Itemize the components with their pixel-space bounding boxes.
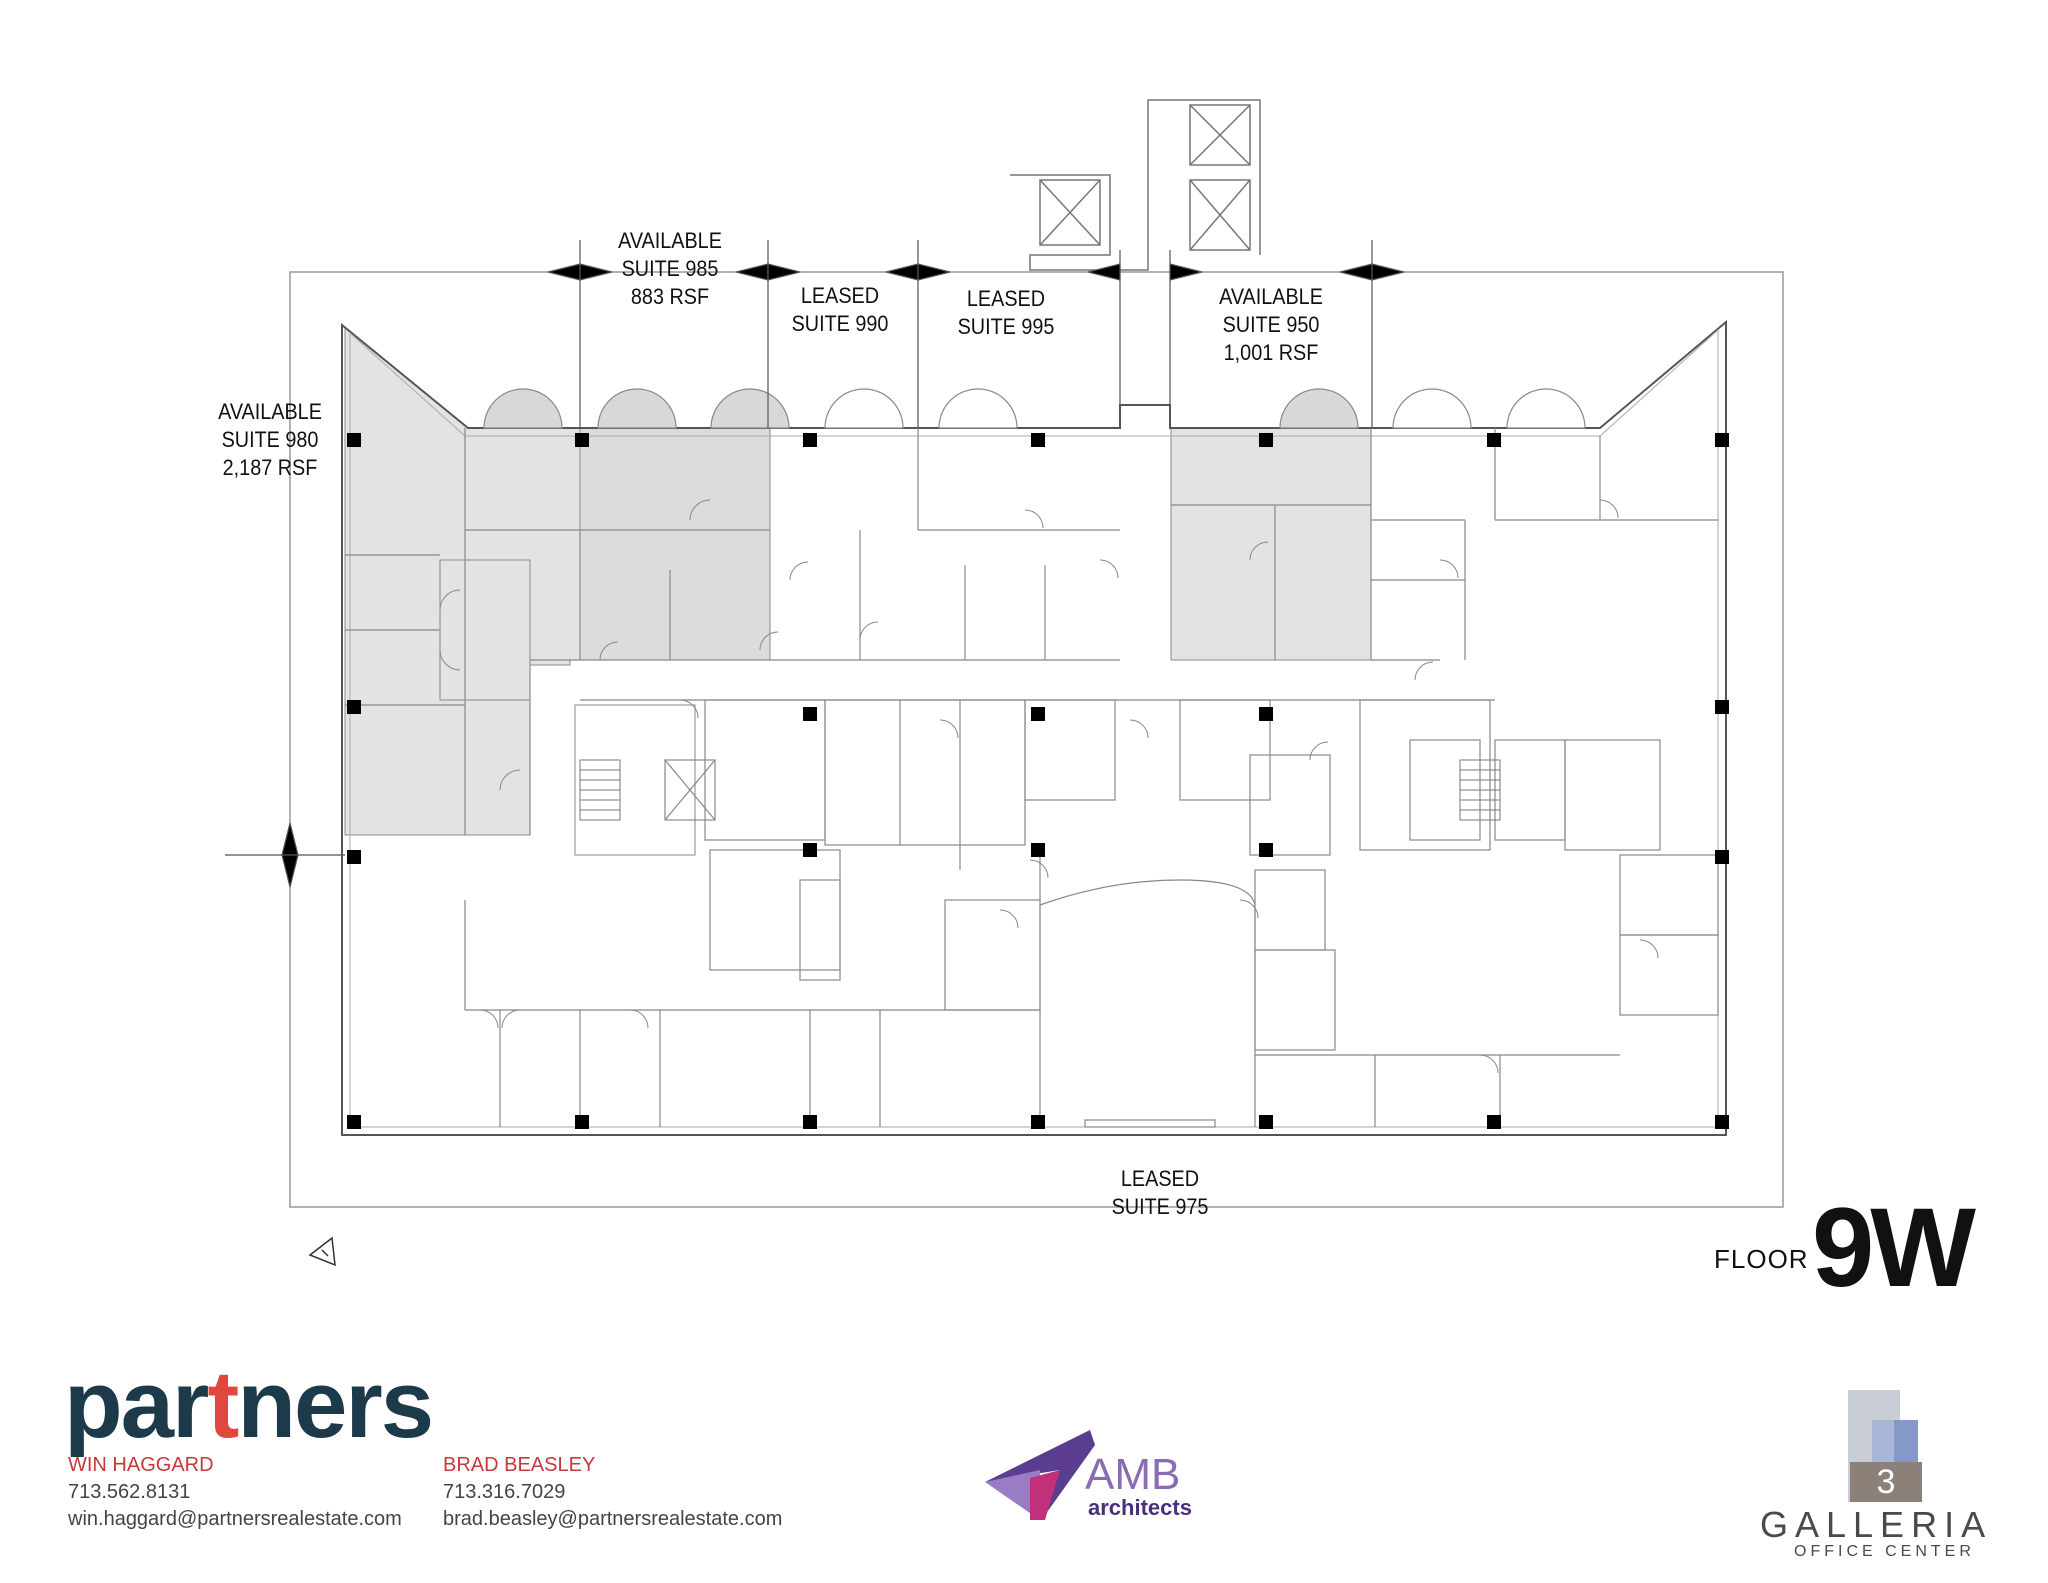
outer-boundary: [289, 271, 1784, 1208]
agent-email[interactable]: brad.beasley@partnersrealestate.com: [443, 1508, 783, 1530]
agent-name: WIN HAGGARD: [68, 1454, 214, 1476]
structural-columns: [347, 433, 1729, 1129]
suite-990-number: SUITE 990: [791, 311, 889, 336]
building-number: 3: [1876, 1463, 1896, 1501]
suite-980-status: AVAILABLE: [218, 399, 322, 424]
north-arrow-icon: [308, 1236, 336, 1267]
label-suite-950: AVAILABLE SUITE 950 1,001 RSF: [1213, 283, 1330, 367]
architect-name: AMB: [1085, 1450, 1181, 1499]
label-suite-980: AVAILABLE SUITE 980 2,187 RSF: [216, 398, 324, 482]
logo-part-2: ners: [237, 1351, 434, 1458]
suite-975-status: LEASED: [1120, 1166, 1200, 1191]
agent-name: BRAD BEASLEY: [443, 1454, 596, 1476]
logo-accent-letter: t: [207, 1351, 239, 1458]
suite-995-status: LEASED: [966, 286, 1046, 311]
label-suite-975: LEASED SUITE 975: [1106, 1165, 1214, 1221]
balcony-domes: [483, 388, 1586, 429]
amb-logo-icon: [985, 1430, 1095, 1520]
label-suite-985: AVAILABLE SUITE 985 883 RSF: [616, 227, 724, 311]
agent-email[interactable]: win.haggard@partnersrealestate.com: [68, 1508, 402, 1530]
suite-985-status: AVAILABLE: [618, 228, 722, 253]
suite-975-number: SUITE 975: [1111, 1194, 1209, 1219]
floor-word: FLOOR: [1714, 1244, 1809, 1274]
partners-logo: partners: [64, 1350, 434, 1460]
building-subname: OFFICE CENTER: [1794, 1543, 1975, 1560]
suite-950-area: 1,001 RSF: [1223, 340, 1319, 365]
suite-985-number: SUITE 985: [621, 256, 719, 281]
building-name: GALLERIA: [1760, 1504, 1993, 1545]
agent-phone[interactable]: 713.562.8131: [68, 1481, 191, 1503]
suite-990-status: LEASED: [800, 283, 880, 308]
label-suite-990: LEASED SUITE 990: [786, 282, 894, 338]
suite-980-area: 2,187 RSF: [222, 455, 318, 480]
interior-walls: [345, 428, 1719, 1128]
elevator-core: [1010, 99, 1261, 271]
logo-part-1: par: [64, 1351, 209, 1458]
suite-985-area: 883 RSF: [630, 284, 710, 309]
galleria-logo-icon: [1848, 1390, 1922, 1502]
stairwells: [579, 759, 1501, 821]
suite-950-status: AVAILABLE: [1219, 284, 1323, 309]
agent-card: WIN HAGGARD 713.562.8131 win.haggard@par…: [68, 1452, 402, 1533]
suite-950-area: [1170, 427, 1372, 661]
suite-995-number: SUITE 995: [957, 314, 1055, 339]
door-swings: [439, 499, 1659, 1074]
agent-card: BRAD BEASLEY 713.316.7029 brad.beasley@p…: [443, 1452, 782, 1533]
label-suite-995: LEASED SUITE 995: [952, 285, 1060, 341]
agent-phone[interactable]: 713.316.7029: [443, 1481, 566, 1503]
suite-950-number: SUITE 950: [1222, 312, 1320, 337]
dimension-marks: [225, 240, 1405, 888]
suite-980-number: SUITE 980: [221, 427, 319, 452]
suite-985-area: [579, 427, 771, 661]
floor-number: 9W: [1812, 1185, 1976, 1310]
architect-sub: architects: [1088, 1495, 1192, 1520]
